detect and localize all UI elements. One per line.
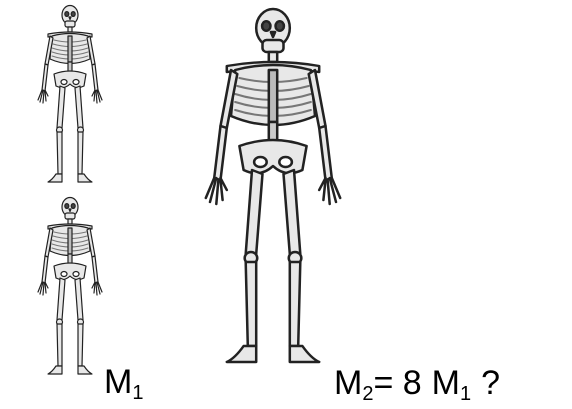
- small-skeleton-top: [20, 4, 120, 204]
- m1-subscript: 1: [132, 382, 143, 404]
- m2-rhs-subscript: 1: [460, 383, 471, 405]
- m1-label: M1: [104, 365, 143, 403]
- large-skeleton: [168, 6, 378, 406]
- m2-symbol: M: [334, 364, 362, 402]
- m2-subscript: 2: [362, 383, 373, 405]
- m2-question-mark: ?: [481, 364, 500, 402]
- m1-symbol: M: [104, 363, 132, 401]
- m2-equals: = 8: [373, 364, 421, 402]
- m2-rhs-symbol: M: [432, 364, 460, 402]
